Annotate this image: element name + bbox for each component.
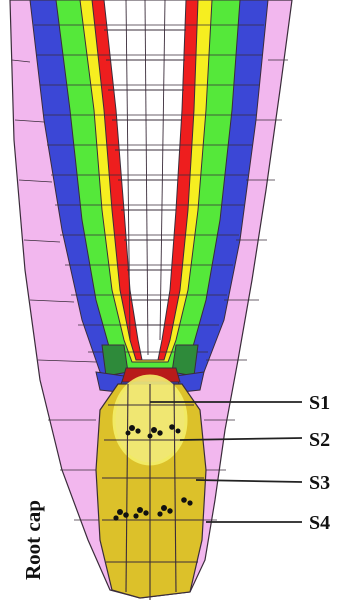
label-s2: S2 — [309, 429, 330, 451]
label-s1: S1 — [309, 392, 330, 414]
label-root-cap: Root cap — [21, 500, 45, 580]
initial-cells-left — [102, 345, 128, 376]
label-s3: S3 — [309, 472, 330, 494]
label-s4: S4 — [309, 512, 330, 534]
